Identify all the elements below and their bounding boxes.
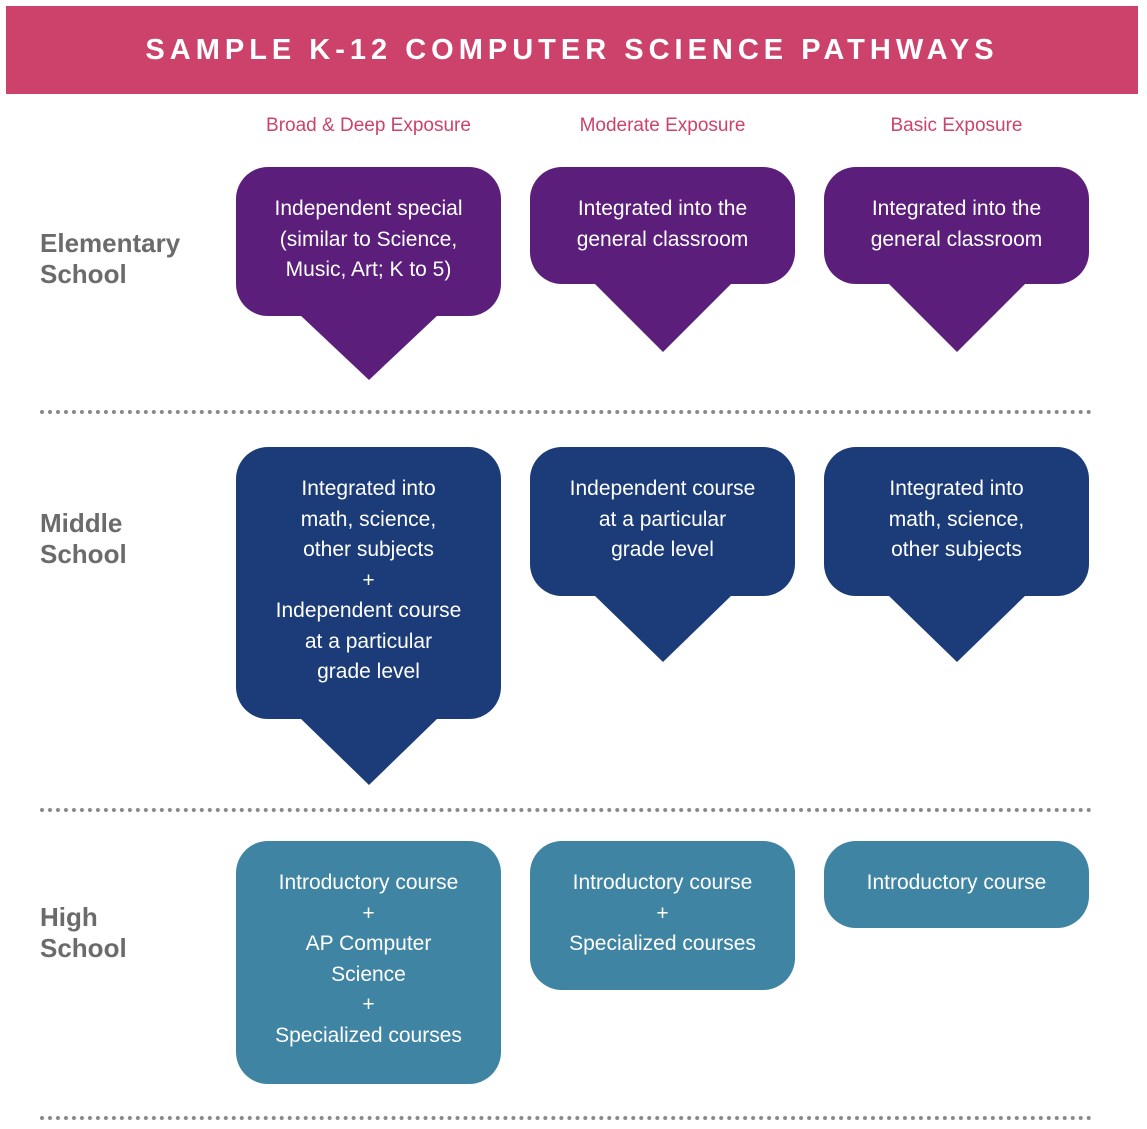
elementary-broad-box: Independent special (similar to Science,…	[236, 167, 501, 316]
high-moderate-box: Introductory course + Specialized course…	[530, 841, 795, 990]
high-broad-box: Introductory course + AP Computer Scienc…	[236, 841, 501, 1084]
level-label-elementary: Elementary School	[40, 228, 181, 289]
down-arrow-icon	[299, 717, 439, 785]
high-basic-box: Introductory course	[824, 841, 1089, 928]
down-arrow-icon	[593, 282, 733, 352]
level-label-high: High School	[40, 902, 127, 963]
elementary-basic-box: Integrated into the general classroom	[824, 167, 1089, 284]
level-label-middle: Middle School	[40, 508, 127, 569]
middle-broad-box: Integrated into math, science, other sub…	[236, 447, 501, 719]
middle-basic-box: Integrated into math, science, other sub…	[824, 447, 1089, 596]
down-arrow-icon	[593, 594, 733, 662]
column-heading-moderate: Moderate Exposure	[579, 115, 746, 136]
column-heading-basic: Basic Exposure	[890, 115, 1023, 136]
elementary-moderate-box: Integrated into the general classroom	[530, 167, 795, 284]
divider	[40, 1116, 1092, 1120]
down-arrow-icon	[887, 594, 1027, 662]
page-title: SAMPLE K-12 COMPUTER SCIENCE PATHWAYS	[145, 33, 999, 66]
divider	[40, 808, 1092, 812]
down-arrow-icon	[299, 314, 439, 380]
title-banner: SAMPLE K-12 COMPUTER SCIENCE PATHWAYS	[6, 6, 1138, 94]
middle-moderate-box: Independent course at a particular grade…	[530, 447, 795, 596]
column-heading-broad-deep: Broad & Deep Exposure	[266, 115, 471, 136]
down-arrow-icon	[887, 282, 1027, 352]
divider	[40, 410, 1092, 414]
